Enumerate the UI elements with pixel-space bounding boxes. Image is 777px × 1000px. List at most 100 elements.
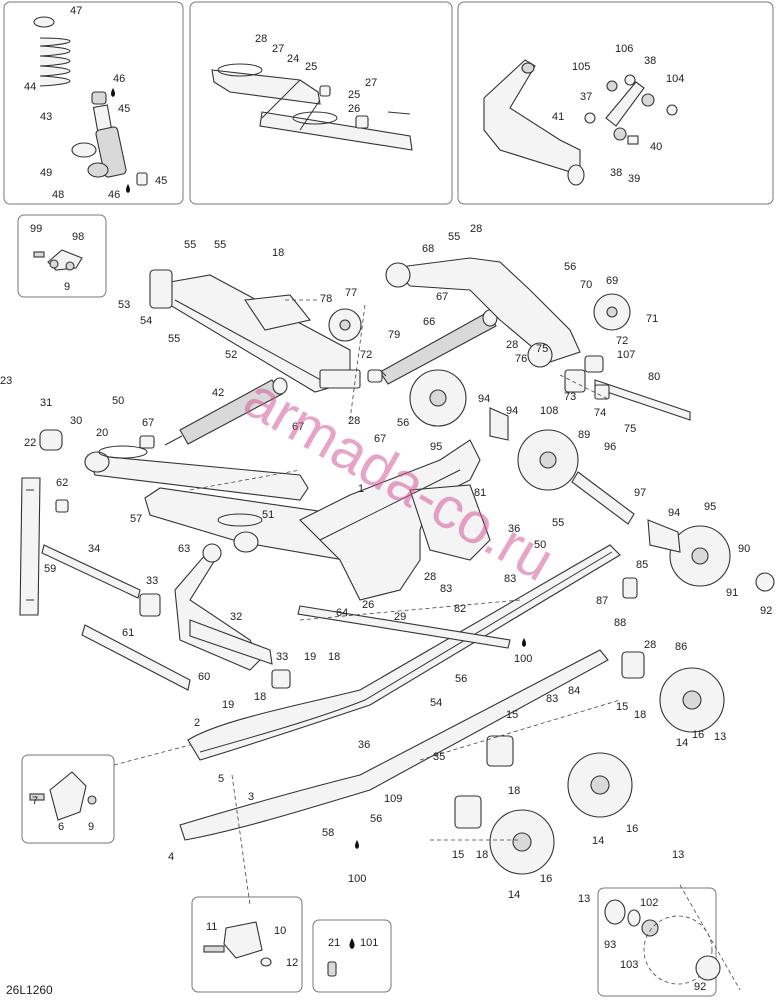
callout-16c: 16	[540, 873, 552, 885]
callout-19b: 19	[222, 699, 234, 711]
front-arm-drawing	[211, 63, 413, 151]
callout-96: 96	[604, 441, 616, 453]
callout-61: 61	[122, 627, 134, 639]
callout-42: 42	[212, 387, 224, 399]
callout-81: 81	[474, 487, 486, 499]
front-pivot-arm-drawing	[41, 543, 291, 689]
callout-54a: 54	[140, 315, 152, 327]
callout-13c: 13	[578, 893, 590, 905]
callout-18c: 18	[254, 691, 266, 703]
callout-7: 7	[32, 795, 38, 807]
callout-18f: 18	[476, 849, 488, 861]
callout-52: 52	[225, 349, 237, 361]
bracket-detail-frame	[191, 896, 303, 993]
callout-45: 45	[118, 103, 130, 115]
callout-36a: 36	[508, 523, 520, 535]
callout-54b: 54	[430, 697, 442, 709]
callout-2: 2	[194, 717, 200, 729]
callout-38b: 38	[610, 167, 622, 179]
slide-rails-drawing	[81, 544, 621, 841]
rear-arm-detail-frame	[457, 1, 774, 205]
callout-14c: 14	[508, 889, 520, 901]
wheel-detail-frame	[597, 887, 717, 997]
callout-19a: 19	[304, 651, 316, 663]
callout-5: 5	[218, 773, 224, 785]
callout-12: 12	[286, 957, 298, 969]
callout-63: 63	[178, 543, 190, 555]
callout-97: 97	[634, 487, 646, 499]
callout-67c: 67	[292, 421, 304, 433]
callout-70: 70	[580, 279, 592, 291]
callout-72b: 72	[616, 335, 628, 347]
callout-108: 108	[540, 405, 558, 417]
callout-82: 82	[454, 603, 466, 615]
callout-50b: 50	[534, 539, 546, 551]
callout-77: 77	[345, 287, 357, 299]
callout-69: 69	[606, 275, 618, 287]
callout-28e: 28	[424, 571, 436, 583]
callout-66: 66	[423, 316, 435, 328]
callout-9b: 9	[88, 821, 94, 833]
callout-29: 29	[394, 611, 406, 623]
callout-84: 84	[568, 685, 580, 697]
callout-38a: 38	[644, 55, 656, 67]
slider-clip-frame	[21, 754, 115, 844]
callout-88: 88	[614, 617, 626, 629]
callout-80: 80	[648, 371, 660, 383]
callout-56c: 56	[455, 673, 467, 685]
callout-99: 99	[30, 223, 42, 235]
callout-73: 73	[564, 391, 576, 403]
callout-14b: 14	[592, 835, 604, 847]
callout-95b: 95	[704, 501, 716, 513]
callout-50a: 50	[112, 395, 124, 407]
callout-51: 51	[262, 509, 274, 521]
callout-101: 101	[360, 937, 378, 949]
rear-shock-drawing	[367, 309, 498, 385]
rear-idler-arm-drawing	[385, 257, 691, 421]
callout-92a: 92	[760, 605, 772, 617]
callout-94a: 94	[478, 393, 490, 405]
rear-cross-arm-drawing	[149, 269, 362, 393]
callout-15b: 15	[506, 709, 518, 721]
callout-71: 71	[646, 313, 658, 325]
callout-9a: 9	[64, 281, 70, 293]
callout-45b: 45	[155, 175, 167, 187]
callout-85: 85	[636, 559, 648, 571]
callout-30: 30	[70, 415, 82, 427]
callout-41: 41	[552, 111, 564, 123]
callout-26a: 26	[348, 103, 360, 115]
callout-6: 6	[58, 821, 64, 833]
callout-56d: 56	[370, 813, 382, 825]
callout-32: 32	[230, 611, 242, 623]
callout-33b: 33	[276, 651, 288, 663]
callout-46b: 46	[108, 189, 120, 201]
callout-107: 107	[617, 349, 635, 361]
callout-60: 60	[198, 671, 210, 683]
callout-67d: 67	[374, 433, 386, 445]
callout-37: 37	[580, 91, 592, 103]
leader-lines	[113, 299, 741, 991]
callout-67a: 67	[436, 291, 448, 303]
callout-76: 76	[515, 353, 527, 365]
callout-55a: 55	[184, 239, 196, 251]
callout-93: 93	[604, 939, 616, 951]
callout-89: 89	[578, 429, 590, 441]
callout-18e: 18	[508, 785, 520, 797]
callout-16a: 16	[692, 729, 704, 741]
callout-100b: 100	[348, 873, 366, 885]
callout-83c: 83	[546, 693, 558, 705]
callout-86: 86	[675, 641, 687, 653]
callout-34: 34	[88, 543, 100, 555]
callout-46: 46	[113, 73, 125, 85]
callout-28c: 28	[506, 339, 518, 351]
callout-74: 74	[594, 407, 606, 419]
callout-56b: 56	[397, 417, 409, 429]
callout-75b: 75	[624, 423, 636, 435]
shock-absorber-drawing	[33, 16, 148, 193]
callout-24: 24	[287, 53, 299, 65]
idler-wheels	[409, 369, 775, 875]
callout-57: 57	[130, 513, 142, 525]
callout-55e: 55	[552, 517, 564, 529]
callout-26b: 26	[362, 599, 374, 611]
callout-105: 105	[572, 61, 590, 73]
